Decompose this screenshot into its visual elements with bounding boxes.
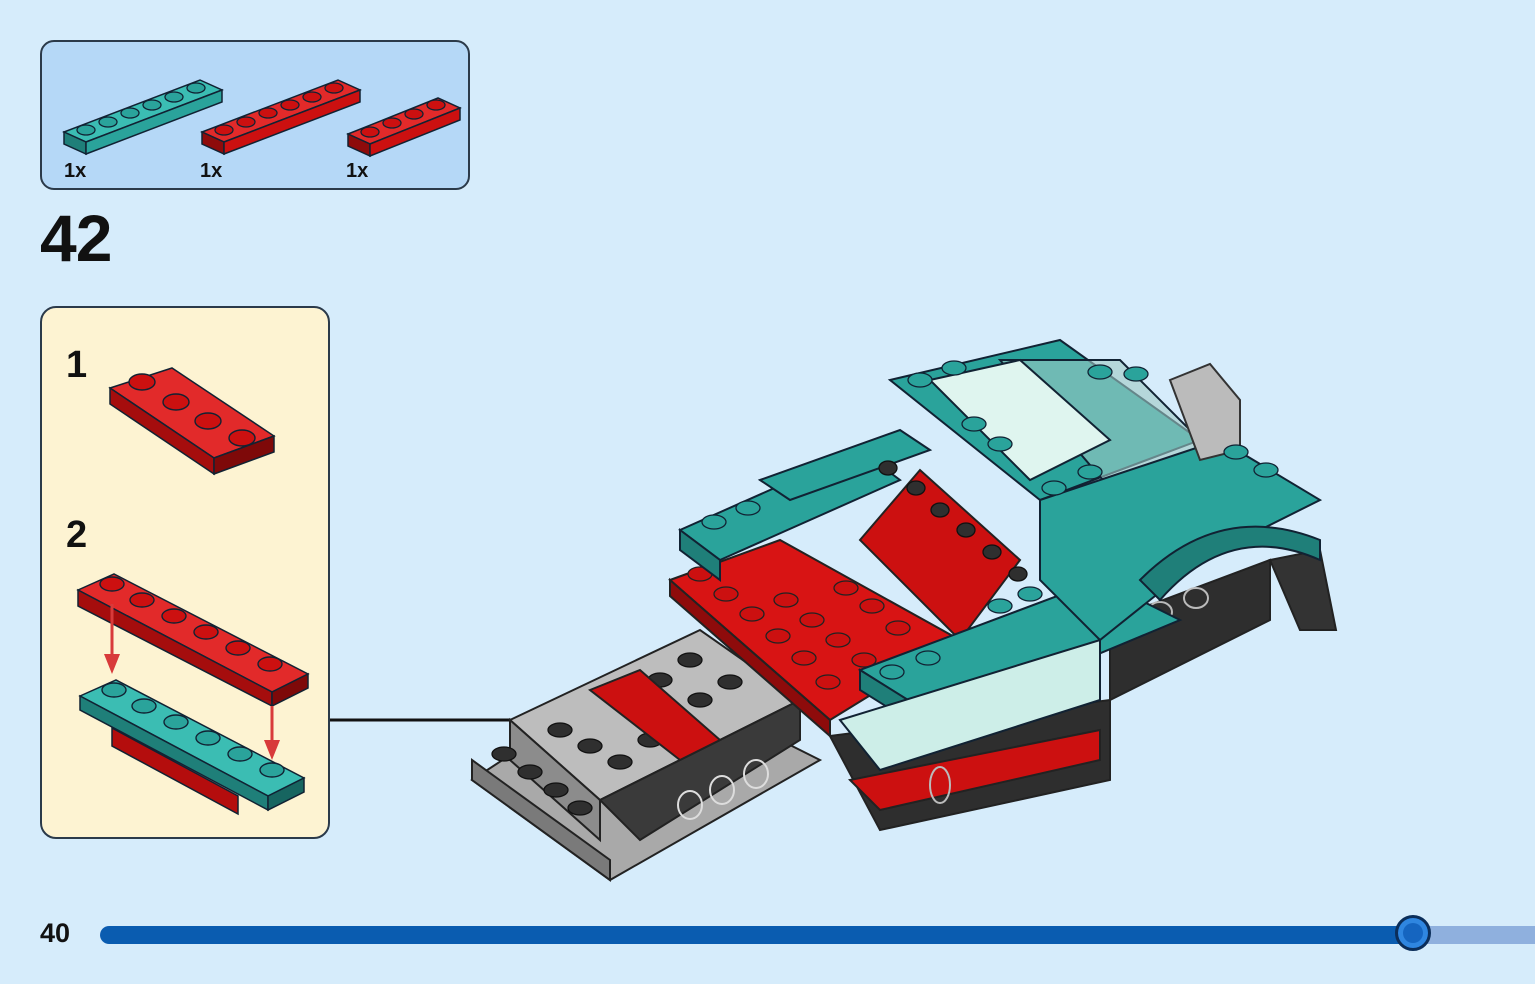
part-quantity: 1x: [64, 160, 87, 182]
substep-2-red-plate: [76, 573, 310, 708]
part-quantity: 1x: [200, 160, 223, 182]
part-teal-plate-1x6: [62, 79, 224, 156]
part-red-plate-1x4: [346, 97, 462, 158]
subassembly-panel: 1 2: [40, 306, 330, 839]
part-red-plate-1x6: [200, 79, 362, 156]
step-number: 42: [40, 201, 112, 275]
substep-label: 1: [66, 344, 88, 386]
parts-illustrations: [62, 79, 462, 158]
part-quantity: 1x: [346, 160, 369, 182]
substep-2-teal-plate: [78, 679, 306, 812]
progress-fill: [100, 926, 1414, 944]
progress-indicator: [1395, 915, 1432, 951]
substep-2-red-base: [111, 726, 239, 816]
substep-label: 2: [66, 514, 88, 556]
model-chassis: [470, 628, 823, 882]
subassembly-illustration: [76, 367, 310, 816]
model-teal-body: [678, 338, 1323, 772]
progress-bar: [100, 926, 1535, 944]
attach-arrow-icon: [104, 604, 280, 760]
page-number: 40: [40, 918, 71, 948]
main-build-illustration: [330, 338, 1338, 882]
substep-1-red-plate: [108, 367, 276, 476]
parts-list-panel: 1x 1x 1x: [40, 40, 470, 190]
